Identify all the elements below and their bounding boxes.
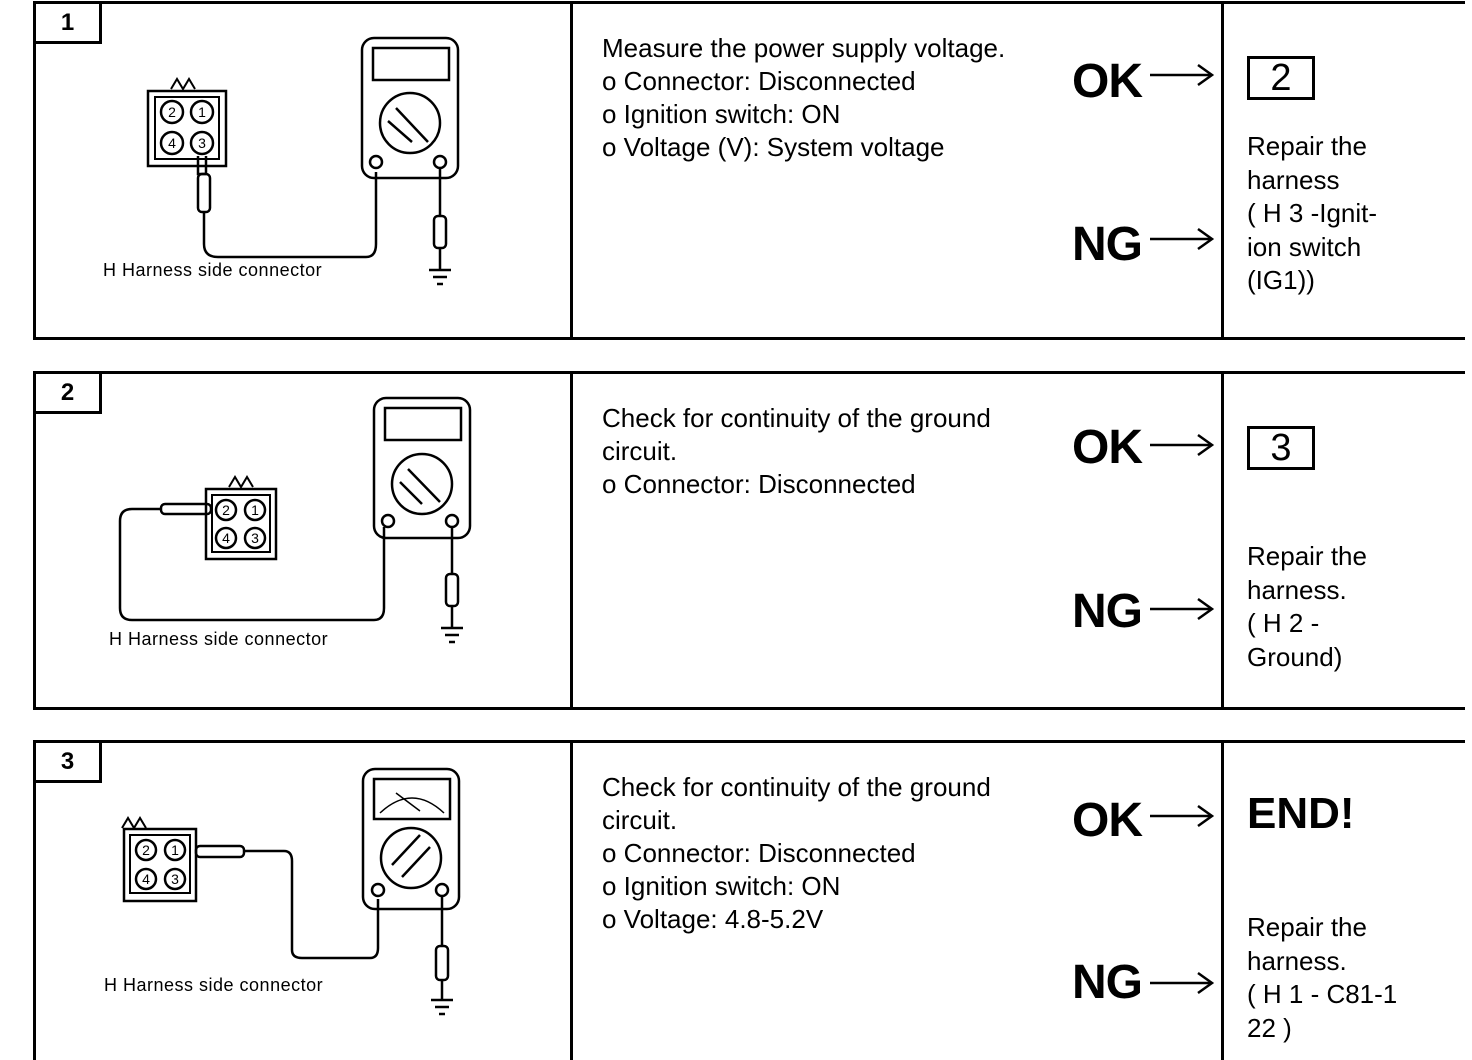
ok-label: OK: [1072, 55, 1143, 108]
step-number: 3: [36, 743, 102, 783]
step-1: 1 2 1 4 3: [33, 1, 1465, 340]
next-step-box: 2: [1247, 56, 1315, 100]
multimeter: [360, 36, 460, 286]
pin-label: 3: [251, 530, 259, 546]
pin-label: 4: [142, 871, 150, 887]
connector: [146, 77, 378, 259]
ng-label: NG: [1072, 956, 1143, 1009]
column-divider: [1221, 743, 1224, 1060]
analog-multimeter: [361, 767, 461, 1016]
ng-arrow-icon: [1150, 971, 1215, 995]
pin-label: 1: [198, 104, 206, 120]
pin-label: 1: [171, 842, 179, 858]
next-step-box: 3: [1247, 426, 1315, 470]
ng-label: NG: [1072, 585, 1143, 638]
voltage-check-diagram: 2 1 4 3: [121, 767, 461, 1016]
step-description: Check for continuity of the ground circu…: [602, 772, 991, 934]
repair-instruction: Repair the harness. ( H 1 - C81-1 22 ): [1247, 912, 1398, 1043]
connector: [118, 475, 386, 622]
pin-label: 2: [168, 104, 176, 120]
ng-arrow-icon: [1150, 597, 1215, 621]
pin-label: 3: [171, 871, 179, 887]
ng-arrow-icon: [1150, 227, 1215, 251]
pin-label: 4: [222, 530, 230, 546]
step-number: 1: [36, 4, 102, 44]
repair-instruction: Repair the harness ( H 3 -Ignit- ion swi…: [1247, 131, 1378, 295]
step-number: 2: [36, 374, 102, 414]
step-description: Check for continuity of the ground circu…: [602, 403, 991, 499]
harness-connector-label: H Harness side connector: [103, 260, 323, 280]
step-3: 3 2 1 4 3: [33, 740, 1465, 1060]
continuity-check-diagram: 2 1 4 3: [118, 396, 472, 644]
step-2: 2 2 1 4 3: [33, 371, 1465, 710]
ok-arrow-icon: [1150, 433, 1215, 457]
step-description: Measure the power supply voltage. o Conn…: [602, 33, 1006, 162]
ok-arrow-icon: [1150, 804, 1215, 828]
column-divider: [1221, 374, 1224, 707]
harness-connector-label: H Harness side connector: [104, 975, 324, 995]
column-divider: [570, 374, 573, 707]
pin-label: 4: [168, 135, 176, 151]
multimeter: [372, 396, 472, 644]
pin-label: 1: [251, 502, 259, 518]
column-divider: [1221, 4, 1224, 337]
pin-label: 2: [222, 502, 230, 518]
pin-label: 2: [142, 842, 150, 858]
harness-connector-label: H Harness side connector: [109, 629, 329, 649]
column-divider: [570, 743, 573, 1060]
column-divider: [570, 4, 573, 337]
repair-instruction: Repair the harness. ( H 2 - Ground): [1247, 541, 1367, 672]
voltage-measurement-diagram: 2 1 4 3: [146, 36, 460, 286]
ok-label: OK: [1072, 421, 1143, 474]
ok-label: OK: [1072, 794, 1143, 847]
end-label: END!: [1247, 789, 1355, 838]
ng-label: NG: [1072, 218, 1143, 271]
ok-arrow-icon: [1150, 63, 1215, 87]
connector: [121, 816, 380, 960]
pin-label: 3: [198, 135, 206, 151]
